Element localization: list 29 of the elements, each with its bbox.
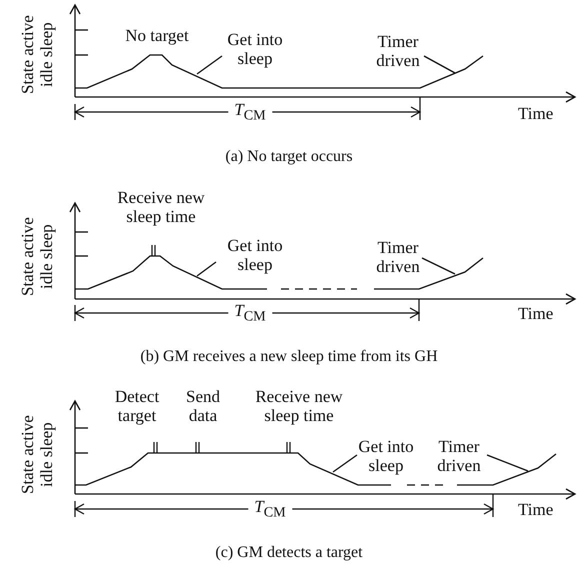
leader-line (196, 55, 222, 75)
axis-label: Time (518, 104, 554, 124)
leader-line (332, 454, 358, 473)
annotation-text: Receive new sleep time (116, 188, 206, 226)
annotation-text: Get into sleep (346, 437, 426, 476)
state-waveform (75, 452, 556, 486)
annotation-text: Timer driven (426, 437, 492, 476)
annotation-text: Get into sleep (215, 30, 295, 68)
leader-line (486, 454, 528, 472)
annotation-text: Detect target (114, 387, 160, 426)
axis-label: Time (518, 500, 554, 520)
annotation-text: No target (124, 26, 190, 46)
figure-caption: (b) GM receives a new sleep time from its GH (140, 348, 438, 366)
annotation-text: Get into sleep (215, 236, 295, 274)
annotation-text: Receive new sleep time (254, 387, 344, 426)
axis-label: State active idle sleep (18, 14, 56, 96)
axis-label: State active idle sleep (18, 216, 56, 298)
annotation-text: Timer driven (365, 238, 431, 276)
leader-line (422, 257, 456, 275)
axis-label: State active idle sleep (18, 414, 56, 496)
figure-caption: (a) No target occurs (225, 148, 353, 166)
figure-caption: (c) GM detects a target (215, 544, 363, 562)
axis-label: Time (518, 304, 554, 324)
state-waveform (75, 54, 484, 89)
leader-line (196, 261, 216, 277)
annotation-text: Send data (185, 387, 221, 426)
annotation-text: Timer driven (365, 32, 431, 70)
state-waveform (75, 255, 484, 290)
leader-line (424, 55, 456, 74)
